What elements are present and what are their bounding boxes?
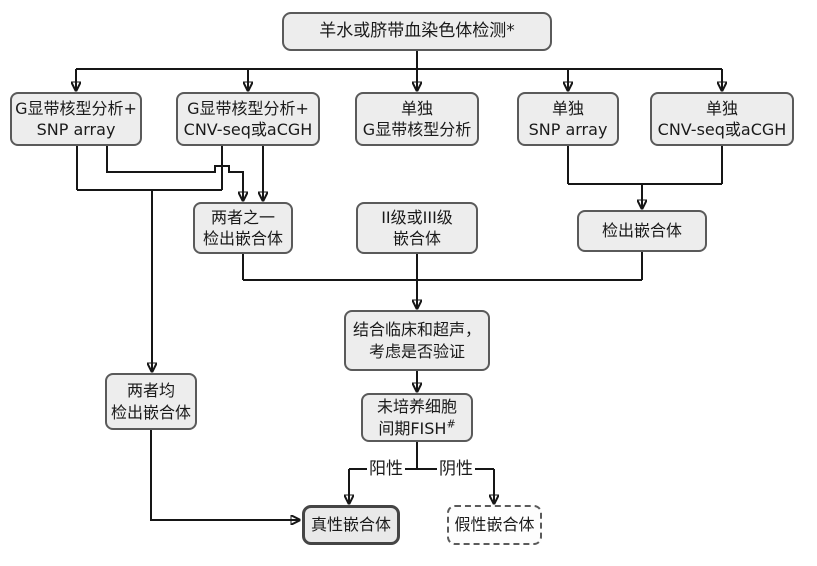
node-either-mosaic-line1: 两者之一	[210, 207, 275, 227]
node-both-mosaic-line1: 两者均	[126, 381, 175, 401]
node-fish-line1: 未培养细胞	[376, 397, 457, 417]
node-level-mosaic-line1: II级或III级	[381, 207, 453, 227]
node-level-mosaic: II级或III级 嵌合体	[356, 202, 478, 254]
node-karyotype-only-line2: G显带核型分析	[362, 120, 472, 139]
node-cnv-only: 单独 CNV-seq或aCGH	[650, 92, 794, 146]
node-fish-line2-text: 间期FISH	[378, 418, 447, 438]
node-true-mosaic-label: 真性嵌合体	[310, 515, 391, 535]
node-cnv-only-line2: CNV-seq或aCGH	[657, 120, 787, 139]
node-karyotype-cnv-line1: G显带核型分析+	[187, 98, 309, 118]
node-snp-only-line1: 单独	[551, 98, 584, 118]
edge-label-positive: 阳性	[367, 459, 405, 480]
node-detected-mosaic-label: 检出嵌合体	[601, 221, 682, 241]
node-clinical-line2: 考虑是否验证	[368, 341, 465, 361]
node-both-mosaic: 两者均 检出嵌合体	[105, 373, 197, 430]
node-pseudo-mosaic: 假性嵌合体	[447, 505, 542, 545]
node-pseudo-mosaic-label: 假性嵌合体	[454, 515, 535, 535]
node-level-mosaic-line2: 嵌合体	[392, 229, 441, 248]
node-root-label: 羊水或脐带血染色体检测*	[319, 21, 515, 42]
node-snp-only-line2: SNP array	[528, 120, 608, 139]
node-either-mosaic-line2: 检出嵌合体	[202, 229, 283, 248]
node-interphase-fish: 未培养细胞 间期FISH#	[361, 393, 473, 442]
edge-label-negative: 阴性	[437, 459, 475, 480]
node-clinical-line1: 结合临床和超声，	[352, 320, 481, 340]
node-karyotype-cnv: G显带核型分析+ CNV-seq或aCGH	[176, 92, 320, 146]
node-detected-mosaic: 检出嵌合体	[577, 210, 707, 252]
node-true-mosaic: 真性嵌合体	[302, 505, 400, 545]
node-either-mosaic: 两者之一 检出嵌合体	[193, 202, 293, 254]
node-root: 羊水或脐带血染色体检测*	[282, 12, 552, 51]
node-karyotype-cnv-line2: CNV-seq或aCGH	[183, 120, 313, 139]
node-fish-line2: 间期FISH#	[378, 418, 455, 439]
node-karyotype-snp-line2: SNP array	[36, 120, 116, 139]
node-both-mosaic-line2: 检出嵌合体	[110, 402, 191, 422]
node-clinical-ultrasound: 结合临床和超声， 考虑是否验证	[344, 310, 490, 371]
edge-both-true	[150, 430, 299, 520]
node-karyotype-snp-line1: G显带核型分析+	[15, 98, 137, 118]
node-snp-only: 单独 SNP array	[517, 92, 619, 146]
node-karyotype-snp: G显带核型分析+ SNP array	[10, 92, 142, 146]
node-fish-line2-sup: #	[446, 417, 456, 431]
node-karyotype-only: 单独 G显带核型分析	[355, 92, 479, 146]
node-karyotype-only-line1: 单独	[400, 98, 433, 118]
node-cnv-only-line1: 单独	[705, 98, 738, 118]
